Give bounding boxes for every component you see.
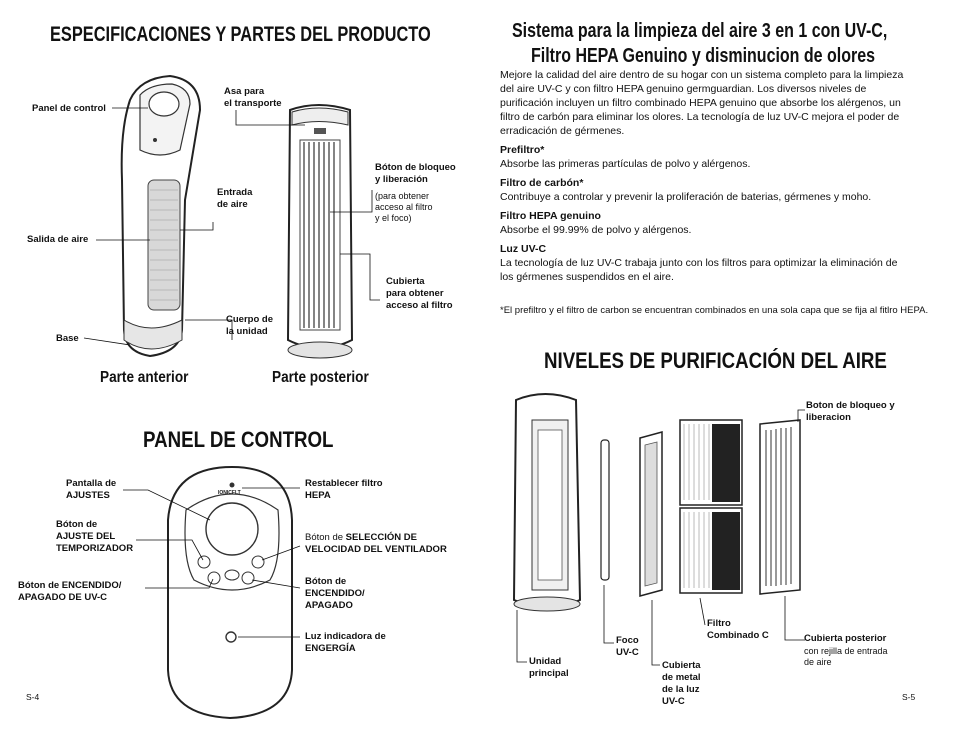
label-boton-ajuste: Bóton de AJUSTE DEL TEMPORIZADOR <box>56 519 134 554</box>
label-seleccion: Bóton de SELECCIÓN DE VELOCIDAD DEL VENT… <box>305 532 447 556</box>
feature-desc: Contribuye a controlar y prevenir la pro… <box>500 191 872 203</box>
label-cubierta-acceso: Cubierta para obtener acceso al filtro <box>386 276 453 311</box>
label-boton-liberacion: Boton de bloqueo y liberacion <box>806 400 895 423</box>
feature-desc: Absorbe el 99.99% de polvo y alérgenos. <box>500 224 692 236</box>
feature-title: Filtro de carbón* <box>500 177 584 189</box>
label-asa: Asa para el transporte <box>224 86 282 109</box>
feature-desc: Absorbe las primeras partículas de polvo… <box>500 158 751 170</box>
label-seleccion-bold: SELECCIÓN DE VELOCIDAD DEL VENTILADOR <box>305 532 447 555</box>
intro-text: Mejore la calidad del aire dentro de su … <box>500 69 904 137</box>
right-title-line2: Filtro HEPA Genuino y disminucion de olo… <box>531 45 876 67</box>
label-base: Base <box>56 333 79 344</box>
label-luz: Luz indicadora de ENGERGÍA <box>305 631 386 654</box>
label-boton-bloqueo: Bóton de bloqueo y liberación <box>375 162 456 185</box>
label-entrada: Entrada de aire <box>217 187 253 210</box>
label-encendido: Bóton de ENCENDIDO/ APAGADO <box>305 576 365 611</box>
label-seleccion-pre: Bóton de <box>305 532 346 543</box>
label-cubierta-metal: Cubierta de metal de la luz UV-C <box>662 660 701 707</box>
footnote: *El prefiltro y el filtro de carbon se e… <box>500 305 929 316</box>
label-filtro-combinado: Filtro Combinado C <box>707 618 769 641</box>
back-caption: Parte posterior <box>272 369 369 386</box>
panel-title: PANEL DE CONTROL <box>143 427 334 452</box>
right-body: Mejore la calidad del aire dentro de su … <box>500 68 912 284</box>
specs-title: ESPECIFICACIONES Y PARTES DEL PRODUCTO <box>50 23 431 46</box>
feature-title: Prefiltro* <box>500 144 545 156</box>
label-cubierta-posterior-note: con rejilla de entrada de aire <box>804 646 888 667</box>
brand-mark: IONICFLT <box>218 490 241 496</box>
label-cubierta-posterior: Cubierta posterior <box>804 633 887 644</box>
page-number-left: S-4 <box>26 692 40 702</box>
front-caption: Parte anterior <box>100 369 189 386</box>
feature-title: Luz UV-C <box>500 243 547 255</box>
page-number-right: S-5 <box>902 692 916 702</box>
label-salida-de-aire: Salida de aire <box>27 234 89 245</box>
label-unidad-principal: Unidad principal <box>529 656 569 679</box>
right-title-line1: Sistema para la limpieza del aire 3 en 1… <box>512 20 888 42</box>
label-panel-de-control: Panel de control <box>32 103 106 114</box>
label-pantalla: Pantalla de AJUSTES <box>66 478 117 501</box>
label-restablecer: Restablecer filtro HEPA <box>305 478 383 501</box>
label-foco-uvc: Foco UV-C <box>616 635 639 658</box>
niveles-title: NIVELES DE PURIFICACIÓN DEL AIRE <box>544 348 887 373</box>
label-boton-uvc: Bóton de ENCENDIDO/ APAGADO DE UV-C <box>18 580 122 603</box>
feature-desc: La tecnología de luz UV-C trabaja junto … <box>500 257 898 283</box>
feature-list: Prefiltro* Absorbe las primeras partícul… <box>500 144 912 284</box>
label-boton-bloqueo-note: (para obtener acceso al filtro y el foco… <box>375 191 433 223</box>
feature-title: Filtro HEPA genuino <box>500 210 601 222</box>
label-cuerpo: Cuerpo de la unidad <box>226 314 273 337</box>
